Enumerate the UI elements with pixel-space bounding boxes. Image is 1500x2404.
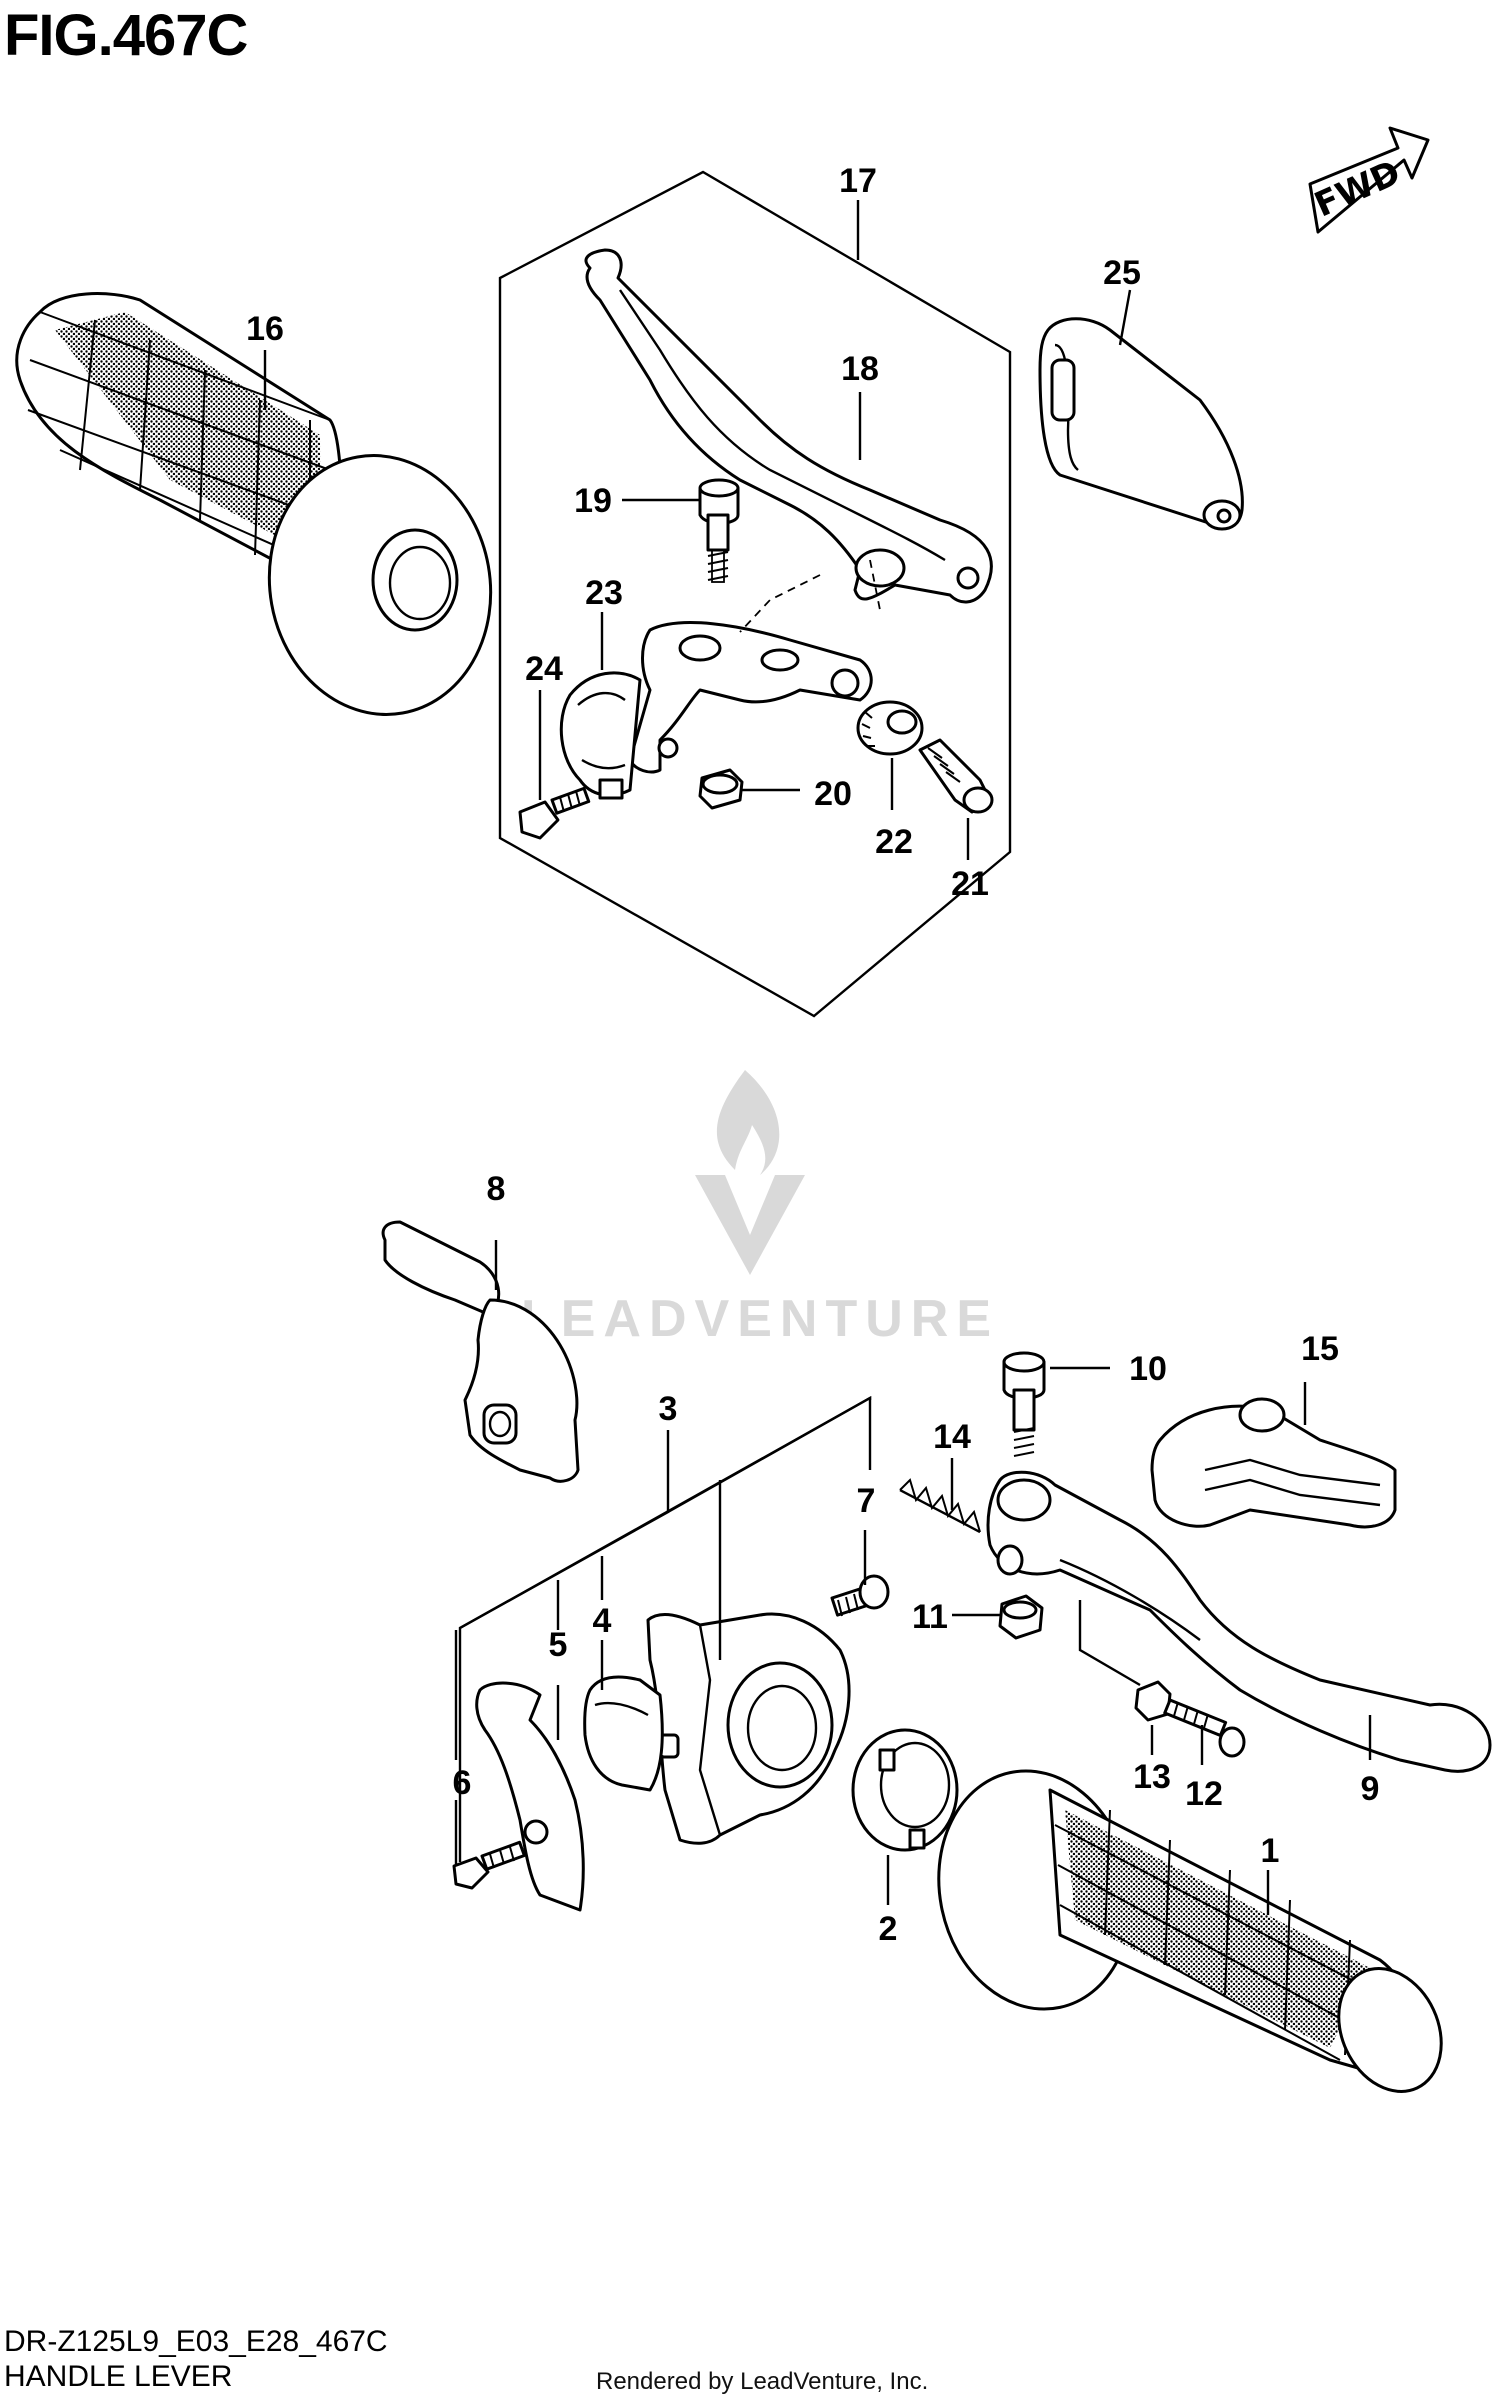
leader-lines xyxy=(263,200,1372,1915)
callout-19: 19 xyxy=(574,482,612,520)
callout-18: 18 xyxy=(841,350,879,388)
part-15-lever-cover xyxy=(1150,1397,1397,1529)
callout-25: 25 xyxy=(1103,254,1141,292)
callout-10: 10 xyxy=(1129,1350,1167,1388)
figure-title: FIG.467C xyxy=(4,3,248,68)
part-9-lever xyxy=(986,1470,1492,1773)
callout-17: 17 xyxy=(839,162,877,200)
callout-3: 3 xyxy=(659,1390,678,1428)
render-credit: Rendered by LeadVenture, Inc. xyxy=(596,2368,929,2395)
callout-23: 23 xyxy=(585,574,623,612)
part-16-left-grip xyxy=(15,292,493,716)
callout-4: 4 xyxy=(593,1602,612,1640)
part-4-throttle-cam xyxy=(583,1675,664,1792)
watermark-text: LEADVENTURE xyxy=(521,1290,999,1348)
part-11-nut xyxy=(998,1594,1044,1640)
watermark: LEADVENTURE xyxy=(521,1070,999,1348)
part-20-nut xyxy=(698,768,744,810)
part-24-screw xyxy=(518,786,591,840)
part-6-screw xyxy=(452,1840,526,1890)
callout-14: 14 xyxy=(933,1418,971,1456)
callout-15: 15 xyxy=(1301,1330,1339,1368)
callout-8: 8 xyxy=(487,1170,506,1208)
callout-16: 16 xyxy=(246,310,284,348)
part-8-cable-cover xyxy=(381,1220,580,1483)
part-19-pivot-bolt xyxy=(698,478,740,583)
flame-v-logo-icon xyxy=(695,1070,805,1275)
callout-5: 5 xyxy=(549,1626,568,1664)
section-name: HANDLE LEVER xyxy=(4,2360,233,2393)
callout-11: 11 xyxy=(912,1598,948,1636)
part-25-lever-cover xyxy=(1038,317,1244,531)
part-23-lever-bracket xyxy=(628,621,873,774)
callout-6: 6 xyxy=(453,1764,472,1802)
part-17-clutch-lever xyxy=(584,248,993,604)
callout-labels: 16 17 18 25 19 23 24 20 22 21 8 10 15 3 … xyxy=(246,162,1379,1948)
callout-22: 22 xyxy=(875,823,913,861)
model-code: DR-Z125L9_E03_E28_467C xyxy=(4,2325,388,2358)
callout-21: 21 xyxy=(951,865,989,903)
part-22-adjuster-ring xyxy=(856,700,924,756)
callout-9: 9 xyxy=(1361,1770,1380,1808)
part-21-adjuster-bolt xyxy=(918,738,994,814)
callout-20: 20 xyxy=(814,775,852,813)
callout-7: 7 xyxy=(857,1482,876,1520)
part-10-pivot-bolt xyxy=(1002,1351,1046,1457)
callout-12: 12 xyxy=(1185,1775,1223,1813)
part-1-right-grip xyxy=(937,1769,1443,2093)
part-24-clamp xyxy=(559,671,642,800)
callout-2: 2 xyxy=(879,1910,898,1948)
fwd-direction-arrow: FWD xyxy=(1308,126,1430,234)
part-12-screw xyxy=(1163,1698,1246,1758)
callout-1: 1 xyxy=(1261,1832,1280,1870)
callout-13: 13 xyxy=(1133,1758,1171,1796)
part-3-throttle-housing xyxy=(646,1612,851,1845)
part-7-screw xyxy=(830,1574,890,1617)
part-2-pulley-ring xyxy=(851,1728,959,1852)
upper-assembly-outline xyxy=(498,170,1012,1018)
part-5-cover xyxy=(475,1681,585,1912)
part-14-spring xyxy=(899,1478,981,1534)
callout-24: 24 xyxy=(525,650,563,688)
